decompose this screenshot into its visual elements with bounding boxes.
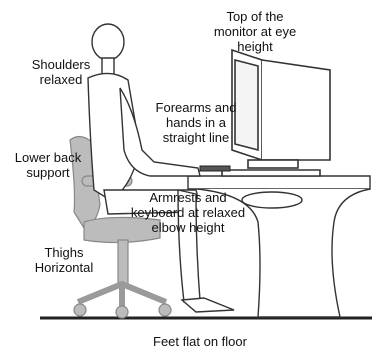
label-monitor-eye-height: Top of the monitor at eye height [200,9,310,54]
label-armrests-keyboard: Armrests and keyboard at relaxed elbow h… [118,190,258,235]
label-shoulders-relaxed: Shoulders relaxed [22,57,100,87]
keyboard [200,166,230,171]
label-forearms-hands: Forearms and hands in a straight line [138,100,254,145]
label-thighs-horizontal: Thighs Horizontal [24,245,104,275]
label-feet-flat: Feet flat on floor [140,334,260,349]
label-lower-back-support: Lower back support [8,150,88,180]
